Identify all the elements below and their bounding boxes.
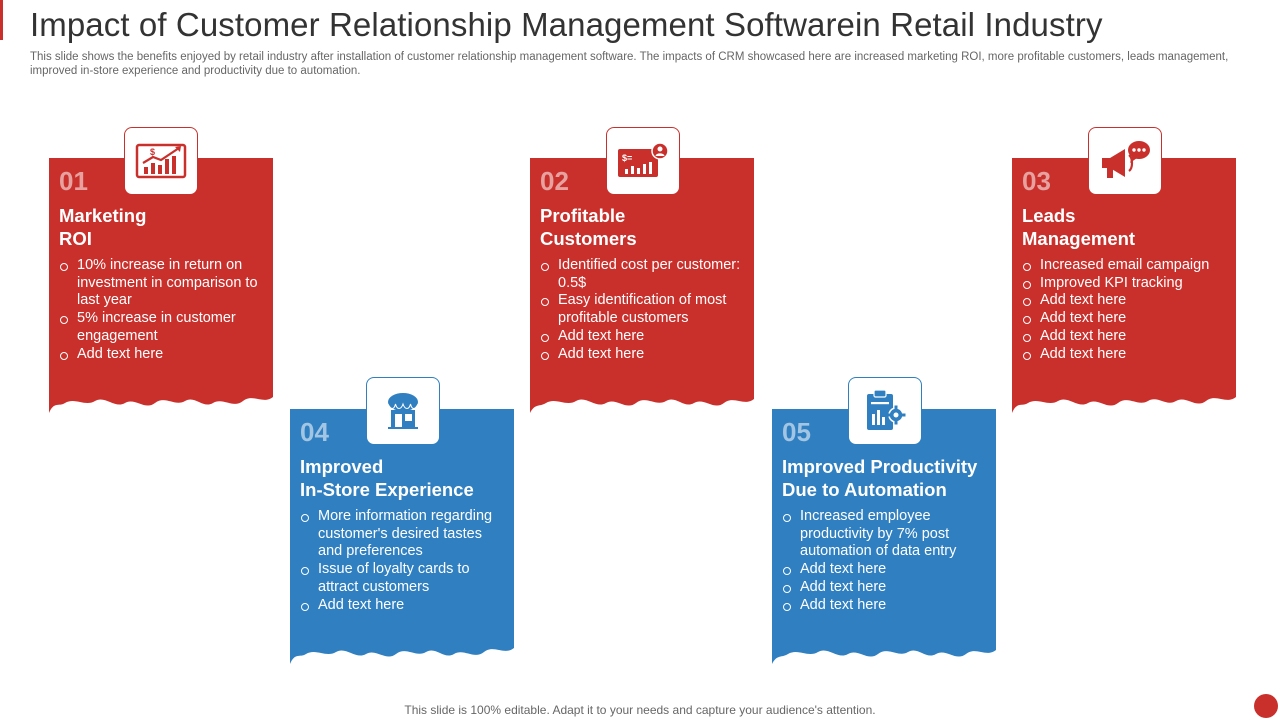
bullet-icon xyxy=(301,602,309,611)
corner-decoration xyxy=(1254,694,1278,718)
bullet-icon xyxy=(1023,351,1031,360)
card-heading-line2: Due to Automation xyxy=(782,479,947,500)
bullet-icon xyxy=(60,316,68,325)
card-improved-productivity: 05 Improved Productivity Due to Automati… xyxy=(772,409,996,664)
title-accent-bar xyxy=(0,0,3,40)
card-heading: Improved In-Store Experience xyxy=(300,455,505,501)
bullet-icon xyxy=(541,263,549,271)
bullet-item: Increased employee productivity by 7% po… xyxy=(782,508,992,561)
card-number: 04 xyxy=(300,417,329,447)
bullet-icon xyxy=(1023,298,1031,307)
bullet-list: Increased email campaign Improved KPI tr… xyxy=(1022,257,1232,363)
card-marketing-roi: 01 Marketing ROI 10% increase in return … xyxy=(49,158,273,413)
bullet-item: Add text here xyxy=(540,328,750,346)
bullet-icon xyxy=(541,333,549,342)
bullet-item: Identified cost per customer: 0.5$ xyxy=(540,257,750,292)
bullet-item: Add text here xyxy=(1022,310,1232,328)
bullet-item: Issue of loyalty cards to attract custom… xyxy=(300,561,510,596)
bullet-item: Add text here xyxy=(300,597,510,615)
bullet-list: 10% increase in return on investment in … xyxy=(59,257,269,363)
card-heading: Marketing ROI xyxy=(59,204,264,250)
bullet-item: Add text here xyxy=(59,346,269,364)
card-heading-line1: Improved Productivity xyxy=(782,456,978,477)
card-heading: Profitable Customers xyxy=(540,204,745,250)
slide-footer: This slide is 100% editable. Adapt it to… xyxy=(404,703,876,717)
bullet-icon xyxy=(301,567,309,576)
bullet-list: Increased employee productivity by 7% po… xyxy=(782,508,992,614)
bullet-list: More information regarding customer's de… xyxy=(300,508,510,614)
card-heading: Leads Management xyxy=(1022,204,1227,250)
card-number: 03 xyxy=(1022,166,1051,196)
bullet-icon xyxy=(1023,263,1031,271)
card-heading-line1: Marketing xyxy=(59,205,147,226)
bullet-icon xyxy=(1023,280,1031,289)
bullet-item: Add text here xyxy=(782,579,992,597)
card-number: 05 xyxy=(782,417,811,447)
bullet-icon xyxy=(60,351,68,360)
svg-text:$=: $= xyxy=(622,153,632,163)
card-number: 01 xyxy=(59,166,88,196)
money-user-icon: $= xyxy=(606,127,680,195)
bullet-icon xyxy=(783,514,791,522)
bullet-item: Increased email campaign xyxy=(1022,257,1232,275)
card-heading-line2: ROI xyxy=(59,228,92,249)
card-heading-line2: In-Store Experience xyxy=(300,479,474,500)
megaphone-icon xyxy=(1088,127,1162,195)
card-heading-line2: Customers xyxy=(540,228,637,249)
bullet-item: More information regarding customer's de… xyxy=(300,508,510,561)
bullet-icon xyxy=(1023,333,1031,342)
bullet-item: Add text here xyxy=(1022,292,1232,310)
bullet-item: 5% increase in customer engagement xyxy=(59,310,269,345)
card-heading-line2: Management xyxy=(1022,228,1136,249)
bullet-item: Add text here xyxy=(540,346,750,364)
card-heading-line1: Leads xyxy=(1022,205,1076,226)
bullet-item: 10% increase in return on investment in … xyxy=(59,257,269,310)
bullet-icon xyxy=(1023,316,1031,325)
card-heading-line1: Profitable xyxy=(540,205,626,226)
growth-chart-icon: $ xyxy=(124,127,198,195)
slide-subtitle: This slide shows the benefits enjoyed by… xyxy=(30,51,1229,77)
bullet-item: Add text here xyxy=(1022,346,1232,364)
bullet-item: Add text here xyxy=(1022,328,1232,346)
bullet-list: Identified cost per customer: 0.5$ Easy … xyxy=(540,257,750,363)
bullet-icon xyxy=(301,514,309,522)
store-icon xyxy=(366,377,440,445)
bullet-icon xyxy=(783,567,791,576)
bullet-icon xyxy=(541,351,549,360)
bullet-item: Add text here xyxy=(782,561,992,579)
card-heading: Improved Productivity Due to Automation xyxy=(782,455,987,501)
bullet-icon xyxy=(783,602,791,611)
card-in-store-experience: 04 Improved In-Store Experience More inf… xyxy=(290,409,514,664)
card-heading-line1: Improved xyxy=(300,456,384,477)
card-profitable-customers: 02 Profitable Customers Identified cost … xyxy=(530,158,754,413)
slide-title: Impact of Customer Relationship Manageme… xyxy=(30,6,1103,43)
bullet-item: Easy identification of most profitable c… xyxy=(540,292,750,327)
card-number: 02 xyxy=(540,166,569,196)
bullet-item: Add text here xyxy=(782,597,992,615)
bullet-item: Improved KPI tracking xyxy=(1022,275,1232,293)
bullet-icon xyxy=(60,263,68,271)
bullet-icon xyxy=(783,584,791,593)
clipboard-gear-icon xyxy=(848,377,922,445)
svg-text:$: $ xyxy=(150,147,155,157)
card-leads-management: 03 Leads Management Increased email camp… xyxy=(1012,158,1236,413)
bullet-icon xyxy=(541,298,549,307)
